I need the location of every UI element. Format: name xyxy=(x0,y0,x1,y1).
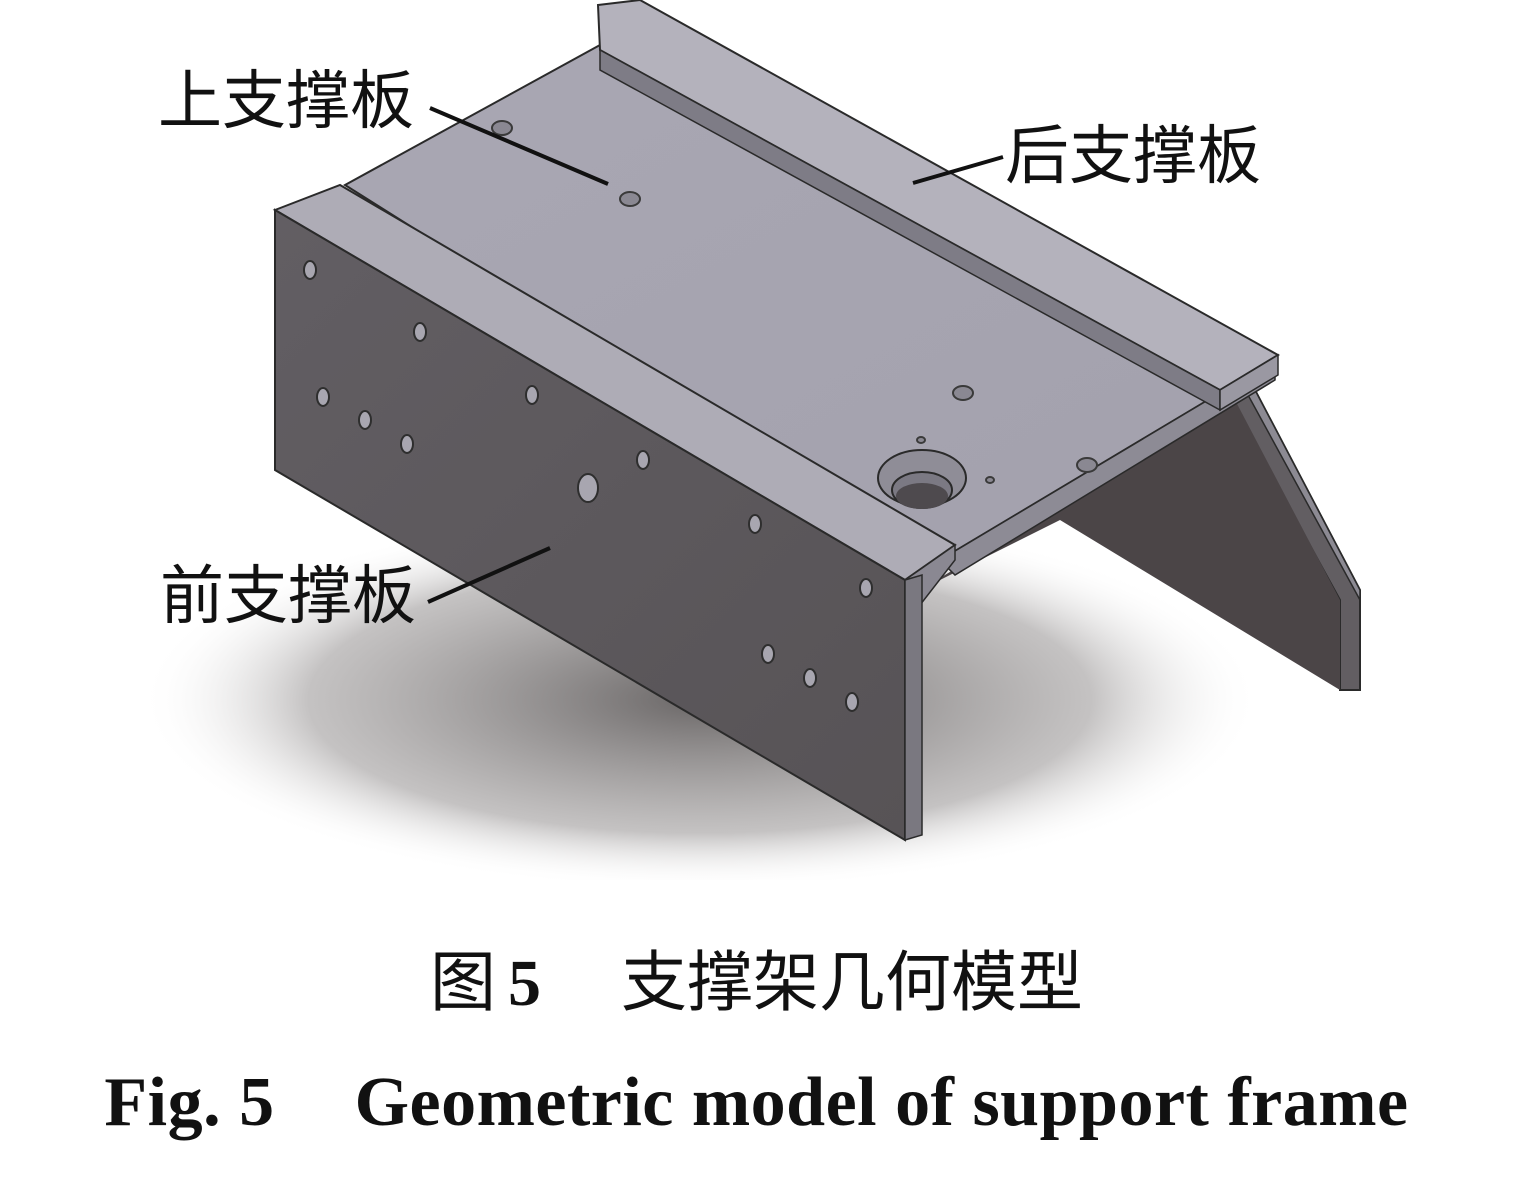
caption-cn-number: 5 xyxy=(508,947,541,1020)
top-plate-holes xyxy=(491,120,1098,484)
counterbore-hole xyxy=(877,449,967,509)
caption-cn-title: 支撑架几何模型 xyxy=(621,944,1083,1021)
support-frame-figure: 上支撑板 后支撑板 前支撑板 xyxy=(140,0,1361,880)
leader-line-upper xyxy=(429,106,609,186)
label-front-support-plate: 前支撑板 xyxy=(160,560,416,634)
caption-cn-prefix: 图 xyxy=(430,944,496,1021)
leader-line-rear xyxy=(912,155,1004,185)
leader-line-front xyxy=(427,546,551,604)
front-plate-holes xyxy=(303,260,873,712)
label-upper-support-plate: 上支撑板 xyxy=(158,65,414,139)
underside-interior xyxy=(920,400,1340,690)
label-rear-support-plate: 后支撑板 xyxy=(1005,120,1261,194)
support-frame-3d-model xyxy=(140,0,1361,880)
caption-en-title: Geometric model of support frame xyxy=(354,1064,1409,1141)
caption-en-prefix: Fig. 5 xyxy=(104,1064,275,1141)
